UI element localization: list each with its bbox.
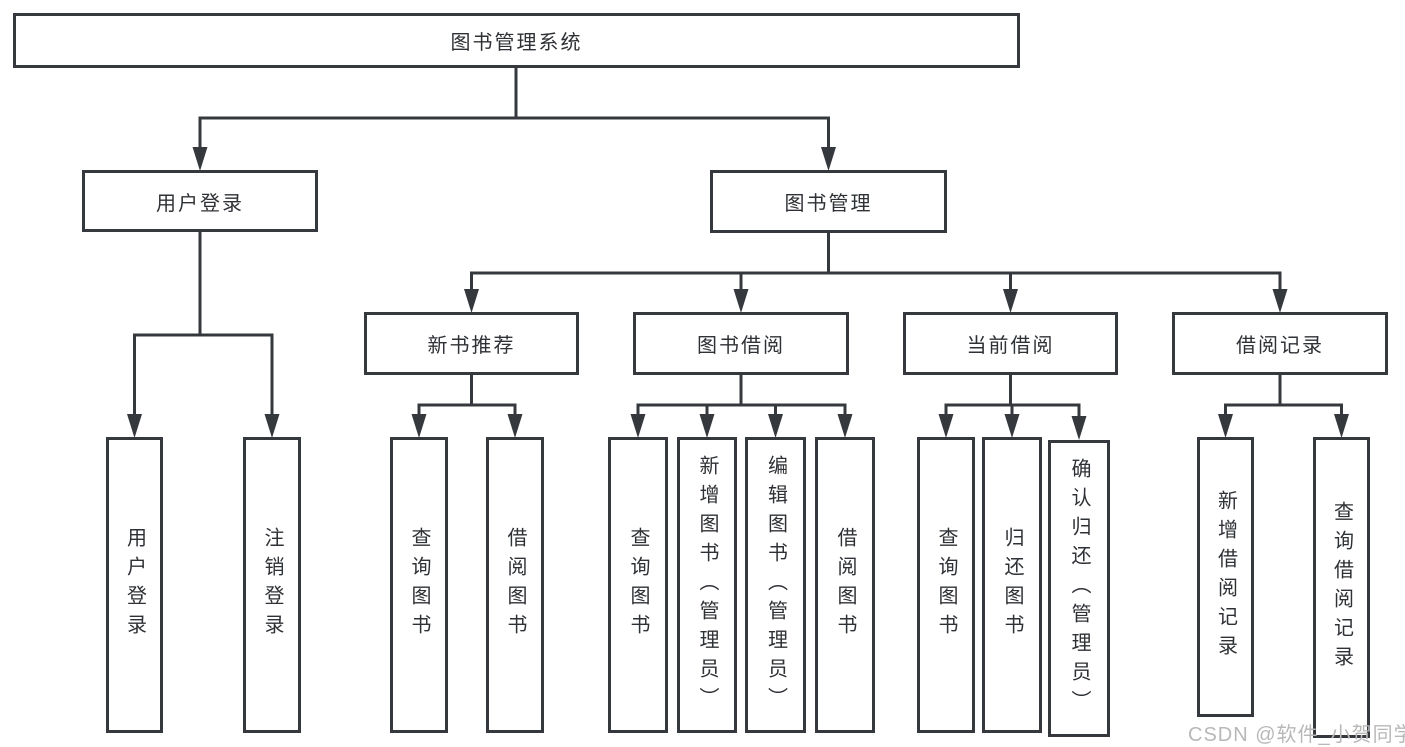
node-borrow-records: 借阅记录 [1172, 312, 1388, 375]
node-new-book-recommend: 新书推荐 [364, 312, 579, 375]
connector-root-to-level1 [191, 66, 838, 173]
node-label: 新增图书（管理员） [696, 454, 718, 716]
node-label: 归还图书 [1001, 527, 1023, 643]
node-leaf-query-books-3: 查询图书 [917, 437, 975, 733]
node-label: 查询图书 [627, 527, 649, 643]
node-book-management: 图书管理 [710, 170, 947, 233]
node-root-library-system: 图书管理系统 [13, 13, 1020, 68]
node-leaf-query-books-2: 查询图书 [608, 437, 668, 733]
node-label: 借阅图书 [834, 527, 856, 643]
node-leaf-edit-books-admin: 编辑图书（管理员） [745, 437, 806, 733]
node-leaf-user-login: 用户登录 [106, 437, 163, 733]
node-leaf-return-books: 归还图书 [982, 437, 1042, 733]
node-book-borrow: 图书借阅 [633, 312, 849, 375]
connector-new-book-recommend-children [410, 373, 524, 440]
node-current-borrow: 当前借阅 [903, 312, 1118, 375]
node-leaf-add-borrow-record: 新增借阅记录 [1197, 437, 1254, 717]
node-leaf-add-books-admin: 新增图书（管理员） [677, 437, 737, 733]
node-leaf-logout: 注销登录 [243, 437, 301, 733]
node-label: 查询图书 [935, 527, 957, 643]
node-user-login: 用户登录 [82, 170, 318, 232]
node-label: 用户登录 [123, 527, 146, 643]
csdn-watermark: CSDN @软件_小贺同学 [1188, 724, 1405, 746]
node-label: 确认归还（管理员） [1068, 458, 1090, 719]
node-leaf-borrow-books-2: 借阅图书 [815, 437, 875, 733]
connector-user-login-children [125, 230, 281, 440]
node-label: 借阅图书 [504, 527, 526, 643]
node-leaf-borrow-books-1: 借阅图书 [486, 437, 544, 733]
node-label: 编辑图书（管理员） [764, 454, 787, 716]
node-label: 注销登录 [261, 527, 283, 643]
node-label: 新增借阅记录 [1214, 490, 1237, 664]
node-leaf-query-books-1: 查询图书 [390, 437, 448, 733]
node-leaf-confirm-return-admin: 确认归还（管理员） [1048, 440, 1110, 737]
connector-borrow-records-children [1216, 373, 1351, 440]
node-label: 查询借阅记录 [1330, 500, 1353, 675]
node-label: 查询图书 [408, 527, 430, 643]
connector-current-borrow-children [937, 373, 1088, 442]
node-leaf-query-borrow-record: 查询借阅记录 [1313, 437, 1370, 738]
connector-book-management-children [462, 231, 1289, 315]
connector-book-borrow-children [629, 373, 854, 440]
